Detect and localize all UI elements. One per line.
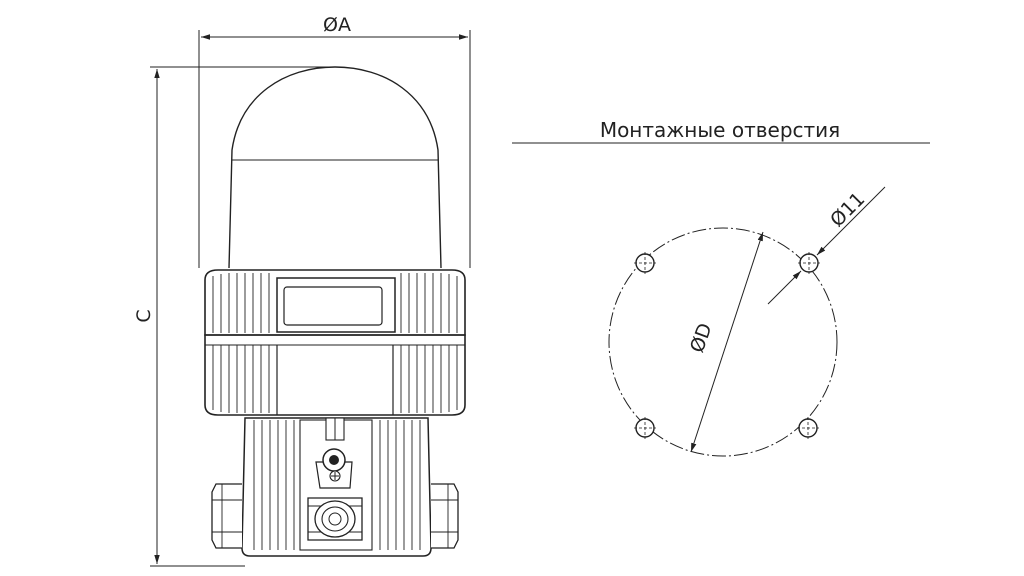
dimension-c: C (133, 66, 335, 567)
mounting-hole (798, 252, 820, 274)
mounting-holes-view: Монтажные отверстия ØD (512, 118, 930, 457)
beacon-dome (228, 66, 442, 269)
dimension-a-label: ØA (323, 14, 351, 36)
dimension-hole-label: Ø11 (826, 188, 869, 231)
lower-housing (204, 334, 466, 416)
dimension-a: ØA (198, 14, 471, 268)
dimension-c-label: C (133, 309, 155, 322)
mounting-hole (634, 252, 656, 274)
mounting-hole (797, 417, 819, 439)
dimension-d: ØD (686, 231, 764, 453)
right-gland (431, 483, 459, 549)
cable-gland (307, 497, 363, 541)
upper-housing (204, 269, 466, 336)
mounting-title: Монтажные отверстия (600, 118, 840, 142)
beacon-view (204, 66, 466, 557)
mounting-hole (634, 417, 656, 439)
beacon-base (211, 417, 459, 557)
dimension-d-label: ØD (686, 320, 717, 355)
left-gland (211, 483, 242, 549)
bolt-circle (608, 227, 838, 457)
dimension-hole: Ø11 (767, 186, 886, 305)
